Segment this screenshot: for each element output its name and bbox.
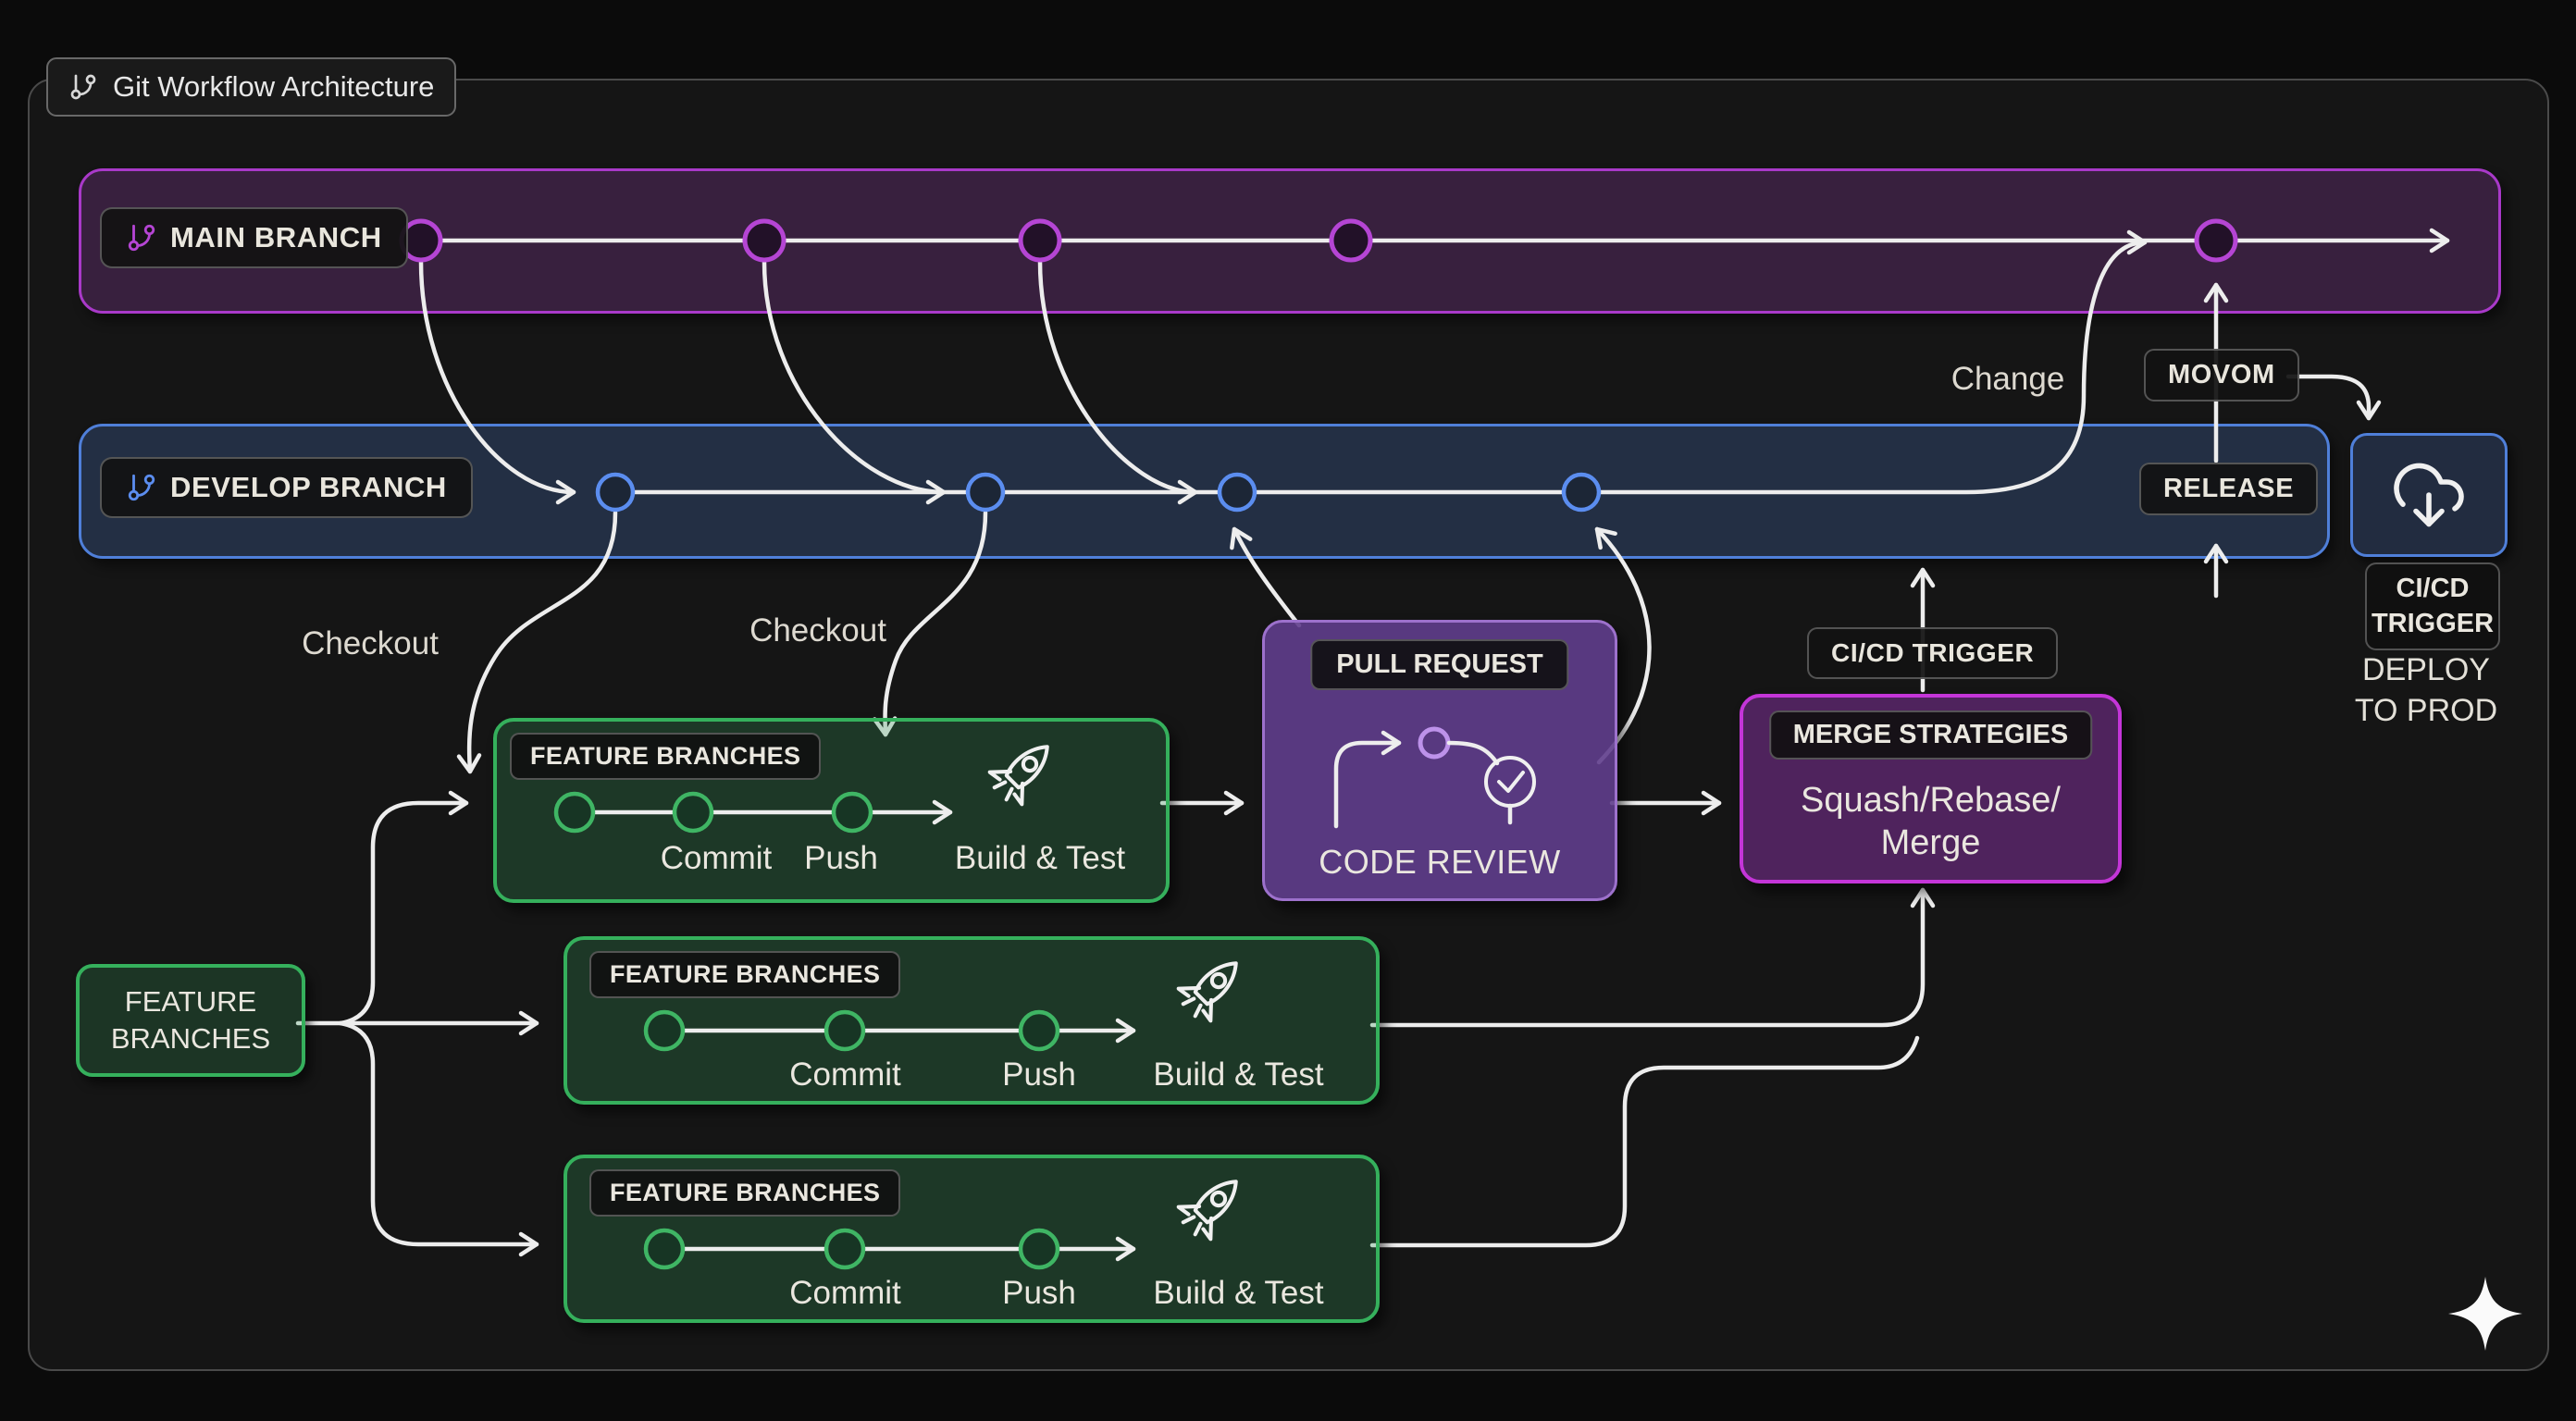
cicd-deploy-node — [2350, 433, 2508, 557]
feature-source-line1: FEATURE — [124, 985, 257, 1019]
code-review-caption: CODE REVIEW — [1319, 843, 1561, 881]
push-label: Push — [1002, 1275, 1076, 1311]
deploy-badge-line1: CI/CD — [2396, 574, 2470, 603]
movom-badge: MOVOM — [2144, 349, 2299, 402]
cicd-trigger-badge: CI/CD TRIGGER — [1807, 627, 2059, 679]
merge-strategies-node: MERGE STRATEGIES Squash/Rebase/ Merge — [1740, 694, 2122, 883]
feature-badge-1: FEATURE BRANCHES — [510, 733, 822, 780]
feature-commit-graph-2 — [643, 940, 1376, 1052]
feature-commit-graph-1 — [553, 722, 1166, 834]
feature-branches-source-node: FEATURE BRANCHES — [76, 964, 305, 1077]
feature-badge-2: FEATURE BRANCHES — [589, 951, 901, 998]
build-test-label: Build & Test — [1153, 1056, 1324, 1093]
deploy-cicd-trigger-badge: CI/CD TRIGGER — [2365, 562, 2500, 651]
git-branch-icon — [126, 222, 157, 253]
feature-commit-graph-3 — [643, 1158, 1376, 1270]
feature-source-line2: BRANCHES — [110, 1022, 271, 1055]
merge-text-line2: Merge — [1880, 823, 1981, 863]
commit-label: Commit — [789, 1275, 901, 1311]
diagram-title-text: Git Workflow Architecture — [113, 70, 435, 103]
push-label: Push — [804, 840, 878, 876]
feature-branch-node-1: FEATURE BRANCHES Commit Push Build & Tes… — [493, 718, 1170, 903]
develop-branch-label: DEVELOP BRANCH — [100, 457, 473, 518]
merge-strategies-badge: MERGE STRATEGIES — [1768, 710, 2093, 760]
rocket-icon — [1173, 1166, 1252, 1244]
rocket-icon — [1173, 947, 1252, 1026]
develop-branch-label-text: DEVELOP BRANCH — [170, 471, 447, 503]
feature-branch-node-2: FEATURE BRANCHES Commit Push Build & Tes… — [564, 936, 1380, 1105]
git-branch-icon — [126, 472, 157, 503]
commit-label: Commit — [789, 1056, 901, 1093]
main-branch-label-text: MAIN BRANCH — [170, 221, 382, 253]
diagram-title: Git Workflow Architecture — [46, 57, 457, 117]
deploy-caption-line2: TO PROD — [2354, 693, 2498, 729]
pull-request-badge: PULL REQUEST — [1310, 639, 1569, 690]
sparkle-icon — [2448, 1277, 2522, 1351]
merge-text-line1: Squash/Rebase/ — [1801, 781, 2061, 820]
deploy-badge-line2: TRIGGER — [2371, 608, 2495, 638]
feature-badge-3: FEATURE BRANCHES — [589, 1169, 901, 1217]
deploy-to-prod-caption: DEPLOY TO PROD — [2324, 649, 2528, 731]
code-review-icon — [1333, 726, 1536, 829]
build-test-label: Build & Test — [1153, 1275, 1324, 1311]
change-label: Change — [1951, 361, 2065, 397]
git-branch-icon — [68, 72, 98, 102]
rocket-icon — [985, 731, 1063, 809]
push-label: Push — [1002, 1056, 1076, 1093]
build-test-label: Build & Test — [954, 840, 1126, 876]
checkout-label-left: Checkout — [302, 625, 439, 661]
main-branch-label: MAIN BRANCH — [100, 207, 408, 268]
merge-strategies-text: Squash/Rebase/ Merge — [1743, 779, 2118, 865]
checkout-label-right: Checkout — [749, 612, 886, 649]
feature-branch-node-3: FEATURE BRANCHES Commit Push Build & Tes… — [564, 1155, 1380, 1323]
commit-label: Commit — [660, 840, 773, 876]
main-branch-lane — [79, 168, 2501, 314]
cloud-download-icon — [2390, 456, 2468, 534]
release-badge: RELEASE — [2139, 463, 2319, 515]
pull-request-node: PULL REQUEST CODE REVIEW — [1262, 620, 1617, 901]
deploy-caption-line1: DEPLOY — [2362, 652, 2490, 687]
